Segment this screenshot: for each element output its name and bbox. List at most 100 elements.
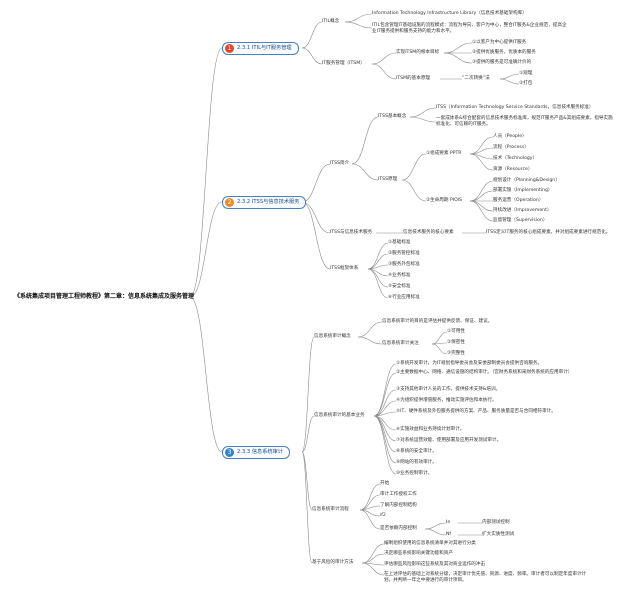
- root-title: 《系统集成项目管理工程师教程》第二章：信息系统集成及服务管理: [14, 293, 195, 300]
- connector-line: [469, 200, 494, 212]
- connector-line: [351, 116, 379, 165]
- goal-item: ②提供优质服务，优质本的服务: [472, 50, 536, 55]
- itss-basic-desc: 一套成体系&综合配套的信息技术服务标准库，规范IT服务产品&其组成要素，指导实施…: [436, 116, 613, 127]
- task-item: ③支持其他审计人员的工作，提供技术支持&培训。: [396, 387, 501, 392]
- itss-lifecycle: ②生命周期 PIOIS: [426, 198, 462, 203]
- connector-line: [409, 116, 437, 123]
- connector-line: [367, 268, 389, 299]
- number-badge: 3: [225, 448, 234, 457]
- connector-line: [424, 522, 447, 530]
- element-item: 流程（Process）: [493, 145, 529, 150]
- lifecycle-item: 服务运营（Operation）: [493, 198, 544, 203]
- connector-line: [361, 543, 385, 564]
- framework-item: ⑤安全标准: [388, 284, 411, 289]
- connector-line: [371, 52, 397, 65]
- task-item: ②主要数据中心、网络、通信设施的结构审计。（宫财务系统和采财务系统的应用审计）: [396, 370, 573, 375]
- connector-line: [361, 553, 385, 564]
- stage-step: ①观理: [519, 71, 533, 76]
- connector-line: [301, 163, 331, 203]
- goal-item: ①以客户为中心提供IT服务: [472, 40, 527, 45]
- goal-item: ③提供的服务是可准确计价的: [472, 60, 532, 65]
- topic-audit[interactable]: 3 2.3.3 信息系统审计: [222, 446, 290, 459]
- connector-line: [301, 201, 331, 234]
- itsm-goal: 实现ITSM的根本目标: [396, 50, 440, 55]
- connector-line: [359, 509, 381, 530]
- task-item: ⑦对系统运营效能、使用部署及应用开发测试审计。: [396, 438, 502, 443]
- connector-line: [367, 253, 389, 270]
- connector-line: [189, 201, 223, 298]
- connector-line: [443, 42, 473, 54]
- method-item: 评估哪些风险影响这些系统及其对商业运作的冲击: [384, 562, 486, 567]
- task-item: ①系统开发审计，为IT规划指导委员会及安委部制委员会提供咨询服务。: [396, 361, 543, 366]
- connector-line: [401, 179, 427, 202]
- itss-rel-core: 信息技术服务的核心要素: [403, 230, 454, 235]
- task-item: ⑨网站的有效审计。: [396, 460, 437, 465]
- connector-line: [469, 190, 494, 202]
- lifecycle-item: 规划设计（Planning&Design）: [493, 178, 560, 183]
- connector-line: [373, 400, 397, 417]
- number-badge: 1: [225, 44, 234, 53]
- second-stage: “二次转换”法: [462, 76, 490, 81]
- connector-line: [301, 47, 323, 65]
- framework-item: ③服务外包标准: [388, 262, 420, 267]
- audit-tasks: 信息系统审计的基本业务: [314, 413, 365, 418]
- process-item: 审计工作授权工作: [380, 492, 417, 497]
- connector-line: [469, 153, 494, 171]
- itil-concept-title: Information Technology Infrastructure Li…: [372, 11, 527, 16]
- connector-line: [373, 415, 397, 442]
- itsm-node: IT服务管理（ITSM）: [322, 61, 365, 66]
- itsm-principle: ITSM的基本原理: [396, 76, 431, 81]
- connector-line: [431, 331, 448, 345]
- itss-rel-desc: ITSS定义IT服务的核心组成要素，并对组成要素进行规范化。: [486, 230, 611, 235]
- focus-item: ①可用性: [447, 329, 465, 334]
- connector-line: [189, 47, 223, 298]
- branch-yes-desc: 内部测试控制: [482, 520, 510, 525]
- task-item: ⑤IT、硬件系统及外包服务提供的方案、产品、服务质量是否与合同相符审计。: [396, 409, 556, 414]
- connector-line: [301, 451, 313, 564]
- topic-label: 2.3.1 ITIL与IT服务管理: [237, 45, 292, 51]
- connector-line: [367, 242, 389, 270]
- process-item: 了解内部控制结构: [380, 503, 417, 508]
- method-item: 在上述评估的基础上对系统分级，决定审计优先值、资源、进度、频率。审计者可以制定年…: [384, 572, 587, 583]
- connector-line: [359, 483, 381, 511]
- process-item: 开始: [380, 481, 390, 486]
- process-branch: 是否依赖内部控制: [380, 526, 417, 531]
- topic-label: 2.3.3 信息系统审计: [237, 449, 283, 455]
- focus-item: ③完整性: [447, 351, 465, 356]
- lifecycle-item: 监督管理（Supervision）: [493, 218, 548, 223]
- connector-line: [499, 78, 520, 85]
- element-item: 人员（People）: [493, 134, 527, 139]
- connector-line: [357, 321, 383, 338]
- connector-line: [443, 52, 473, 64]
- stage-step: ②打包: [519, 81, 533, 86]
- connector-line: [469, 200, 494, 222]
- connector-line: [499, 73, 520, 80]
- connector-line: [301, 336, 315, 453]
- connector-line: [359, 494, 381, 511]
- task-item: ⑥实施效益和业务持续计划审计。: [396, 427, 465, 432]
- connector-line: [344, 21, 373, 29]
- connector-line: [409, 107, 437, 118]
- audit-process: 信息系统审计流程: [312, 507, 349, 512]
- audit-concept: 信息系统审计概念: [314, 334, 351, 339]
- branch-yes: Ie: [446, 520, 451, 525]
- itss-framework: ITSS框架体系: [330, 266, 359, 271]
- connector-line: [373, 411, 397, 417]
- lifecycle-item: 持续改进（Improvement）: [493, 208, 552, 213]
- itss-relation: ITSS与信息技术服务: [330, 230, 373, 235]
- framework-item: ①基础标准: [388, 240, 411, 245]
- connector-line: [373, 363, 397, 417]
- task-item: ④为组织提供增值服务，推动实施评估和本执行。: [396, 398, 497, 403]
- topic-itil[interactable]: 1 2.3.1 ITIL与IT服务管理: [222, 42, 299, 55]
- focus-item: ②保密性: [447, 340, 465, 345]
- connector-line: [431, 343, 448, 355]
- element-item: 技术（Technology）: [493, 156, 538, 161]
- connector-line: [357, 336, 383, 345]
- task-item: ⑧系统的安全审计。: [396, 449, 437, 454]
- process-item: if2: [380, 513, 386, 518]
- element-item: 资源（Resource）: [493, 167, 533, 172]
- method-item: 编制组织使用的信息系统清单并对其进行分类: [384, 541, 476, 546]
- itil-concept-desc: ITIL包含管理IT基础设施的流程模式：流程为导向、客户为中心，整合IT服务&企…: [372, 23, 567, 34]
- connector-line: [301, 201, 331, 270]
- topic-itss[interactable]: 2 2.3.2 ITSS与信息技术服务: [222, 196, 307, 209]
